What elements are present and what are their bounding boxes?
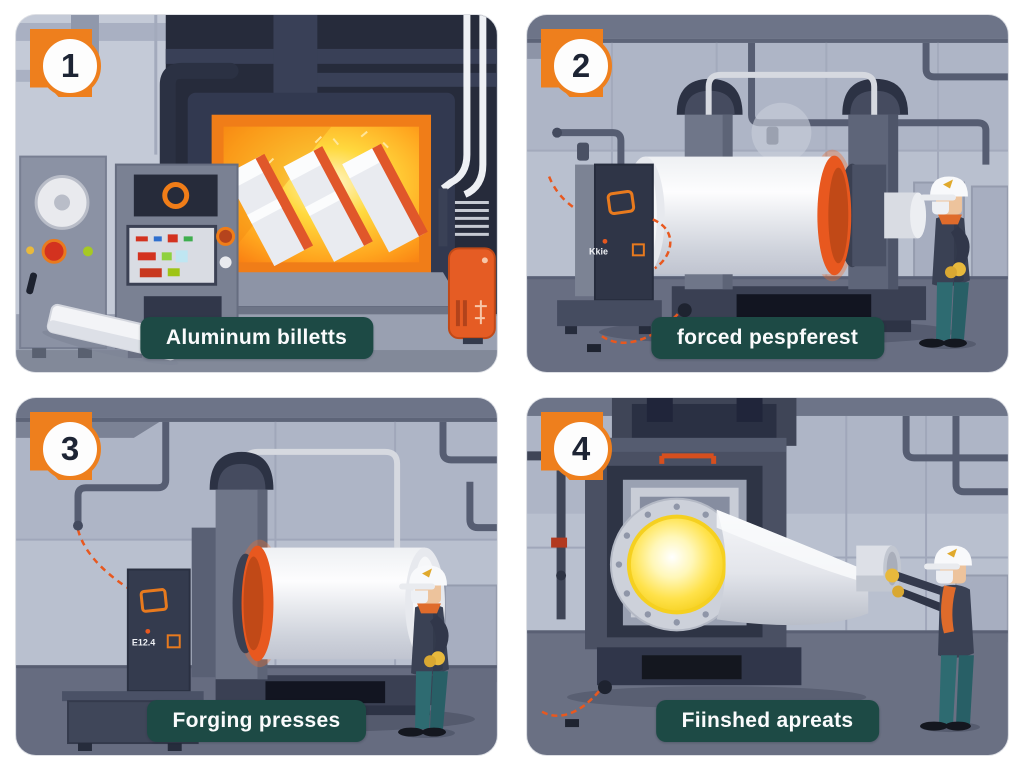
glowing-part <box>630 518 723 611</box>
ceiling-beam <box>527 15 1008 39</box>
caption-label: forced pespferest <box>650 317 885 359</box>
silver-pipe-arc <box>705 71 878 115</box>
duct-pipe <box>159 62 239 191</box>
flange-glow <box>609 497 744 632</box>
floor-connector <box>597 680 612 695</box>
ceiling-beam <box>16 398 497 418</box>
panel-press-feeding: Kkie 2 <box>527 15 1008 372</box>
panel-forging-press: E12.4 <box>16 398 497 755</box>
face-mask <box>411 590 429 604</box>
aluminum-billets <box>225 143 428 267</box>
caption-label: Aluminum billetts <box>139 317 374 359</box>
red-button <box>41 238 67 264</box>
dashed-cable <box>652 218 672 270</box>
orange-wall-unit <box>447 247 496 345</box>
wall-pipes <box>902 415 1008 496</box>
panel-finished-part: 4 Fiinshed apreats <box>527 398 1008 755</box>
caption-label: Fiinshed apreats <box>655 700 880 742</box>
white-pipe <box>440 15 471 192</box>
floor-connector <box>677 303 692 318</box>
face-mask <box>932 201 949 215</box>
panel-heating-furnace: 1 Aluminum billetts <box>16 15 497 372</box>
face-mask <box>936 570 953 584</box>
orange-scarf <box>941 585 956 634</box>
machine-label: E12.4 <box>132 637 155 647</box>
heat-sparkles <box>252 130 389 192</box>
lever <box>26 272 38 295</box>
billet-cylinder <box>624 149 927 282</box>
machine-label: Kkie <box>589 246 608 256</box>
worker <box>885 545 980 733</box>
orange-ring-dial <box>162 182 190 209</box>
orange-collar <box>417 603 441 614</box>
orange-knob <box>216 226 236 246</box>
vent-slats <box>454 200 489 236</box>
wall-beam <box>16 22 191 41</box>
worker <box>919 176 976 350</box>
orange-collar <box>938 214 962 225</box>
wall-pipes <box>74 421 497 532</box>
furnace-sill <box>181 272 463 307</box>
control-cabinet: Kkie <box>557 163 672 335</box>
caption-label: Forging presses <box>146 700 367 742</box>
glove <box>885 568 900 583</box>
orange-indicator <box>606 189 636 215</box>
finished-part-scene-illustration <box>527 398 1008 755</box>
worker <box>398 565 455 739</box>
orange-indicator <box>139 588 168 613</box>
dashed-cable <box>540 690 600 717</box>
press-scene-illustration: Kkie <box>527 15 1008 372</box>
orange-handle <box>659 453 717 464</box>
